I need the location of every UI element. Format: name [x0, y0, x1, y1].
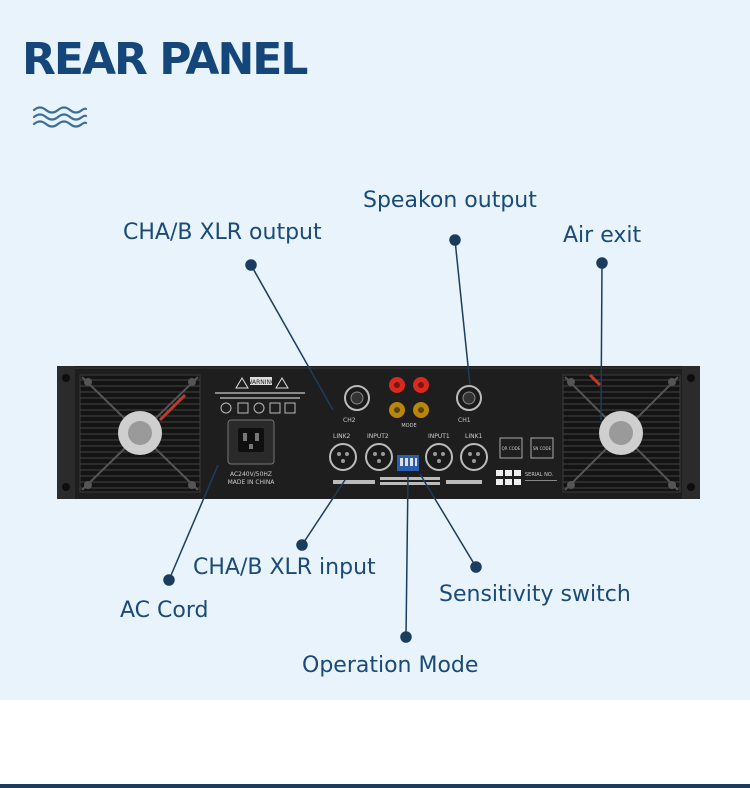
made-in-label: MADE IN CHINA: [228, 479, 276, 486]
xlr-link2: LINK2: [329, 433, 357, 471]
callout-leader-lines: [163, 234, 608, 643]
cha-b-xlr-output-label: CHA/B XLR output: [123, 220, 322, 245]
serial-number-box: SERIAL NO.: [496, 470, 557, 485]
sn-code-box: SN CODE: [530, 437, 554, 459]
input2-label: INPUT2: [367, 433, 389, 440]
left-fan-grille: [79, 374, 201, 493]
wave-icon: [32, 106, 88, 128]
xlr-input2: INPUT2: [365, 433, 393, 471]
bottom-divider: [0, 784, 750, 788]
xlr-link1: LINK1: [460, 433, 488, 471]
binding-posts: MODE: [389, 377, 429, 429]
power-rating-label: AC240V/50HZ: [230, 471, 272, 478]
operation-mode-label: Operation Mode: [302, 653, 479, 678]
speakon-output-ch1: CH1: [456, 385, 482, 424]
cha-b-xlr-input-marker: [296, 539, 308, 551]
cha-b-xlr-input-label: CHA/B XLR input: [193, 555, 376, 580]
ac-cord-marker: [163, 574, 175, 586]
product-stage: [0, 0, 750, 700]
bottom-label-strip: [333, 477, 482, 485]
speakon-output-ch2: CH2: [343, 385, 370, 424]
svg-text:SN CODE: SN CODE: [533, 446, 552, 451]
ac-power-inlet: AC240V/50HZ MADE IN CHINA: [227, 419, 276, 486]
qr-code-box: QR CODE: [499, 437, 523, 459]
link1-label: LINK1: [465, 433, 483, 440]
ac-cord-label: AC Cord: [120, 598, 209, 623]
link2-label: LINK2: [333, 433, 351, 440]
warning-text: WARNING: [246, 379, 276, 386]
cha-b-xlr-output-marker: [245, 259, 257, 271]
input1-label: INPUT1: [428, 433, 450, 440]
mode-label: MODE: [401, 423, 416, 429]
speakon-output-label: Speakon output: [363, 188, 537, 213]
svg-text:SERIAL NO.: SERIAL NO.: [525, 472, 554, 478]
sensitivity-switch-label: Sensitivity switch: [439, 582, 631, 607]
air-exit-label: Air exit: [563, 223, 642, 248]
air-exit-marker: [596, 257, 608, 269]
dip-switch-block: [397, 455, 419, 471]
certification-marks-icon: [220, 402, 296, 414]
right-fan-grille: [562, 373, 681, 493]
warning-label: WARNING: [215, 377, 305, 414]
xlr-input1: INPUT1: [425, 433, 453, 471]
svg-text:QR CODE: QR CODE: [502, 446, 521, 451]
sensitivity-switch-marker: [470, 561, 482, 573]
ch1-label: CH1: [458, 417, 471, 424]
operation-mode-marker: [400, 631, 412, 643]
page-title: REAR PANEL: [22, 34, 308, 85]
speakon-output-marker: [449, 234, 461, 246]
ch2-label: CH2: [343, 417, 356, 424]
